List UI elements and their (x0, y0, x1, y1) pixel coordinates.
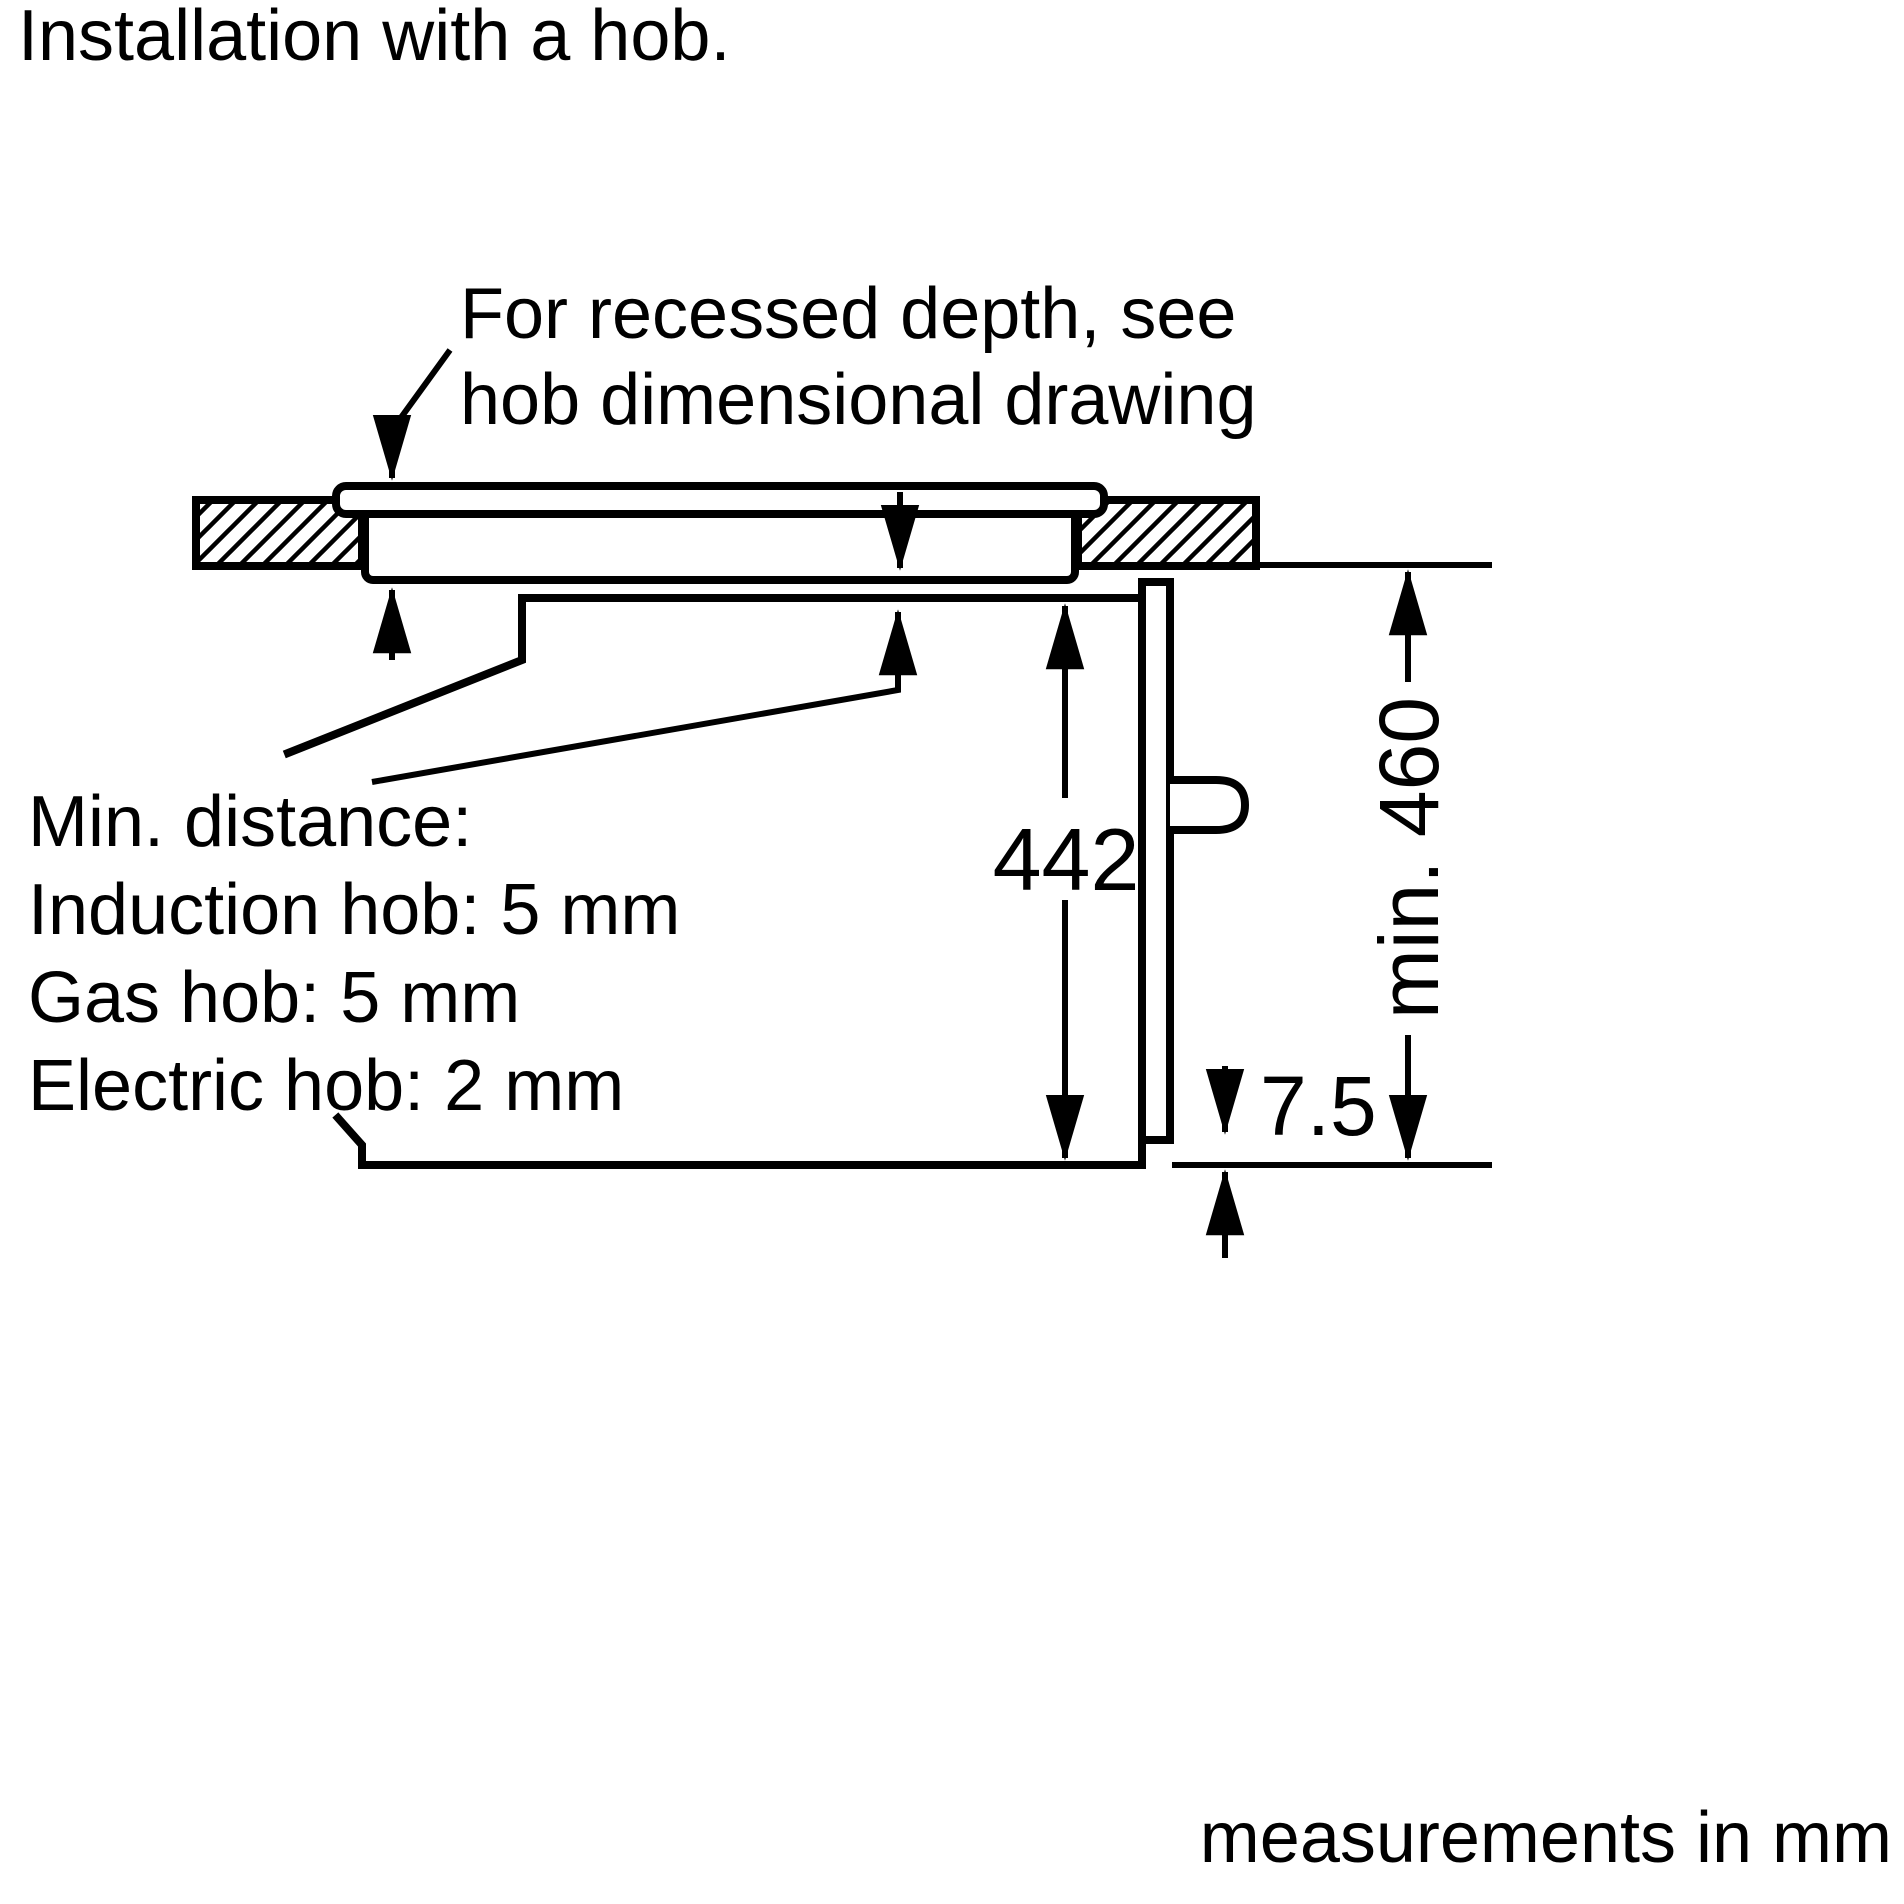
control-knob (1166, 776, 1250, 834)
hob-top-panel (332, 482, 1108, 518)
dim-7-5-label: 7.5 (1260, 1059, 1377, 1153)
min-distance-induction: Induction hob: 5 mm (28, 870, 680, 950)
dim-442-label: 442 (993, 810, 1140, 909)
recessed-depth-callout-line2: hob dimensional drawing (460, 360, 1257, 440)
recessed-depth-leader-arrow (372, 348, 453, 481)
worktop-right-section (1074, 496, 1260, 570)
oven-bottom-outline (332, 1112, 1146, 1169)
recessed-depth-callout-line1: For recessed depth, see (460, 274, 1236, 354)
dim-min460-label: min. 460 (1362, 697, 1456, 1019)
min-distance-electric: Electric hob: 2 mm (28, 1046, 624, 1126)
oven-top-outline (282, 594, 1146, 759)
min-distance-leader-arrow (371, 609, 918, 785)
footer-units-note: measurements in mm (1200, 1798, 1892, 1878)
page-title: Installation with a hob. (18, 0, 730, 76)
min-distance-gas: Gas hob: 5 mm (28, 958, 520, 1038)
min-distance-heading: Min. distance: (28, 782, 472, 862)
